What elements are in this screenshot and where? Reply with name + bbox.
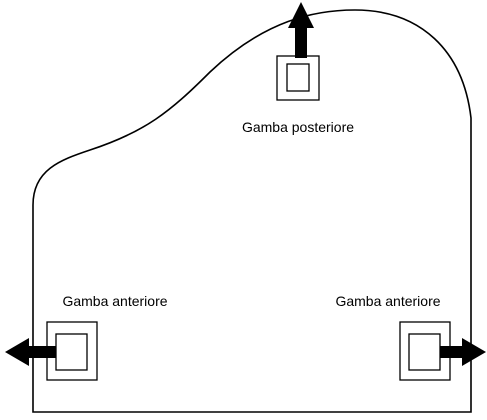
rear-leg-inner-square: [287, 64, 309, 91]
rear-leg-label: Gamba posteriore: [242, 119, 354, 135]
front-right-leg-inner-square: [409, 334, 440, 370]
front-left-leg-inner-square: [56, 334, 87, 370]
front-right-leg-label: Gamba anteriore: [335, 293, 440, 309]
front-left-leg-label: Gamba anteriore: [62, 293, 167, 309]
rear-leg: [277, 56, 319, 100]
arrow-up-icon: [288, 2, 314, 58]
